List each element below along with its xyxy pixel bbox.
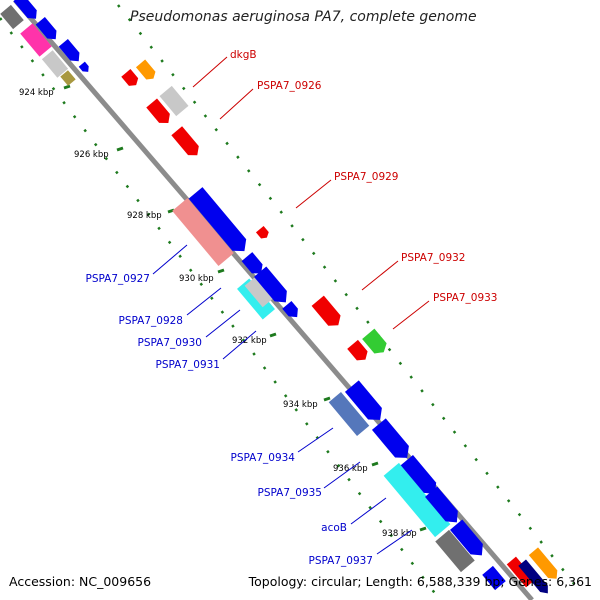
tick-label-928: 928 kbp <box>127 211 162 221</box>
gene-blue-acoB-b <box>400 455 437 494</box>
dotted-guides <box>0 4 576 600</box>
tick-label-926: 926 kbp <box>74 150 109 160</box>
gene-grey-0928 <box>244 276 274 308</box>
label-PSPA7_0935: PSPA7_0935 <box>258 487 323 499</box>
label-PSPA7_0931: PSPA7_0931 <box>156 359 221 371</box>
tick-930 <box>217 268 225 274</box>
label-PSPA7_0928: PSPA7_0928 <box>119 315 184 327</box>
label-PSPA7_0929: PSPA7_0929 <box>334 171 399 183</box>
gene-grey-0926 <box>159 85 189 117</box>
label-acoB: acoB <box>321 522 347 534</box>
gene-0935 <box>371 418 409 458</box>
label-dkgB: dkgB <box>230 49 257 61</box>
label-PSPA7_0934: PSPA7_0934 <box>231 452 296 464</box>
gene-blue-0927b <box>188 187 247 252</box>
gene-dkgB <box>135 59 156 80</box>
gene-0934 <box>328 392 370 436</box>
gene-blue-930a <box>241 252 263 274</box>
gene-navy-edge <box>518 559 548 594</box>
gene-red-near-0933 <box>347 339 368 361</box>
gene-0932 <box>311 295 341 326</box>
tick-926 <box>116 146 124 152</box>
reverse-leaders <box>152 244 413 555</box>
gene-blue-0934b <box>344 380 382 420</box>
gene-red-0926b <box>171 126 199 156</box>
accession-text: Accession: NC_009656 <box>9 574 152 589</box>
tick-label-930: 930 kbp <box>179 274 214 284</box>
topology-summary: Topology: circular; Length: 6,588,339 bp… <box>248 574 592 589</box>
label-PSPA7_0937: PSPA7_0937 <box>309 555 374 567</box>
tick-936 <box>371 461 379 467</box>
reverse-genes <box>0 0 506 591</box>
reverse-labels: PSPA7_0927 PSPA7_0928 PSPA7_0930 PSPA7_0… <box>86 273 374 567</box>
gene-0937 <box>435 529 475 573</box>
tick-labels: 924 kbp 926 kbp 928 kbp 930 kbp 932 kbp … <box>19 88 417 539</box>
tick-label-934: 934 kbp <box>283 400 318 410</box>
genome-title: Pseudomonas aeruginosa PA7, complete gen… <box>130 9 477 25</box>
tick-label-924: 924 kbp <box>19 88 54 98</box>
label-PSPA7_0930: PSPA7_0930 <box>138 337 203 349</box>
tick-934 <box>323 396 331 402</box>
tick-label-932: 932 kbp <box>232 336 267 346</box>
label-PSPA7_0927: PSPA7_0927 <box>86 273 151 285</box>
forward-leaders <box>192 56 430 330</box>
gene-red-edge <box>506 556 536 588</box>
tick-924 <box>63 84 71 90</box>
tick-932 <box>269 332 277 338</box>
gene-blue-0930 <box>254 266 287 303</box>
tick-label-938: 938 kbp <box>382 529 417 539</box>
gene-acoB <box>383 462 451 538</box>
forward-genes <box>121 59 558 594</box>
label-PSPA7_0933: PSPA7_0933 <box>433 292 498 304</box>
gene-blue-acoB-c <box>425 486 458 523</box>
gene-0929 <box>255 225 269 239</box>
gene-blue-0937b <box>450 519 483 556</box>
gene-0933 <box>362 328 387 354</box>
gene-orange-edge <box>528 547 558 579</box>
gene-red-0926a <box>146 98 170 123</box>
label-PSPA7_0926: PSPA7_0926 <box>257 80 322 92</box>
label-PSPA7_0932: PSPA7_0932 <box>401 252 466 264</box>
gene-0927 <box>172 197 234 267</box>
gene-red-small-1 <box>121 69 139 86</box>
forward-labels: dkgB PSPA7_0926 PSPA7_0929 PSPA7_0932 PS… <box>230 49 498 304</box>
gene-0931 <box>282 301 298 318</box>
tick-938 <box>419 526 427 532</box>
